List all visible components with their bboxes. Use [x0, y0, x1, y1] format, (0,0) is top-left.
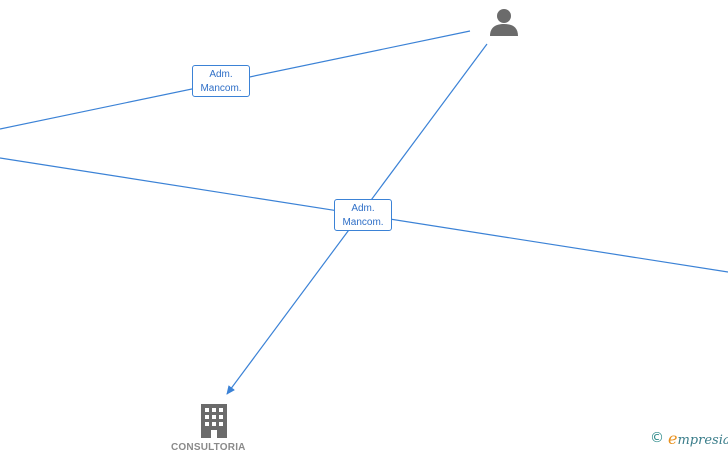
edge-label-top[interactable]: Adm. Mancom. — [192, 65, 250, 97]
brand-rest: mpresia — [677, 432, 728, 448]
person-icon[interactable] — [489, 7, 519, 37]
edge-label-center-line2: Mancom. — [342, 217, 384, 228]
brand-logo: © empresia — [650, 428, 728, 448]
brand-name: empresia — [668, 429, 728, 448]
edge-label-top-line2: Mancom. — [200, 83, 242, 94]
brand-first-letter: e — [668, 428, 678, 448]
edge-label-center-line1: Adm. — [351, 203, 375, 214]
company-label[interactable]: CONSULTORIA — [171, 442, 246, 450]
copyright-icon: © — [650, 430, 664, 446]
building-icon[interactable] — [198, 403, 230, 439]
edge-label-top-line1: Adm. — [209, 69, 233, 80]
edge-label-center[interactable]: Adm. Mancom. — [334, 199, 392, 231]
